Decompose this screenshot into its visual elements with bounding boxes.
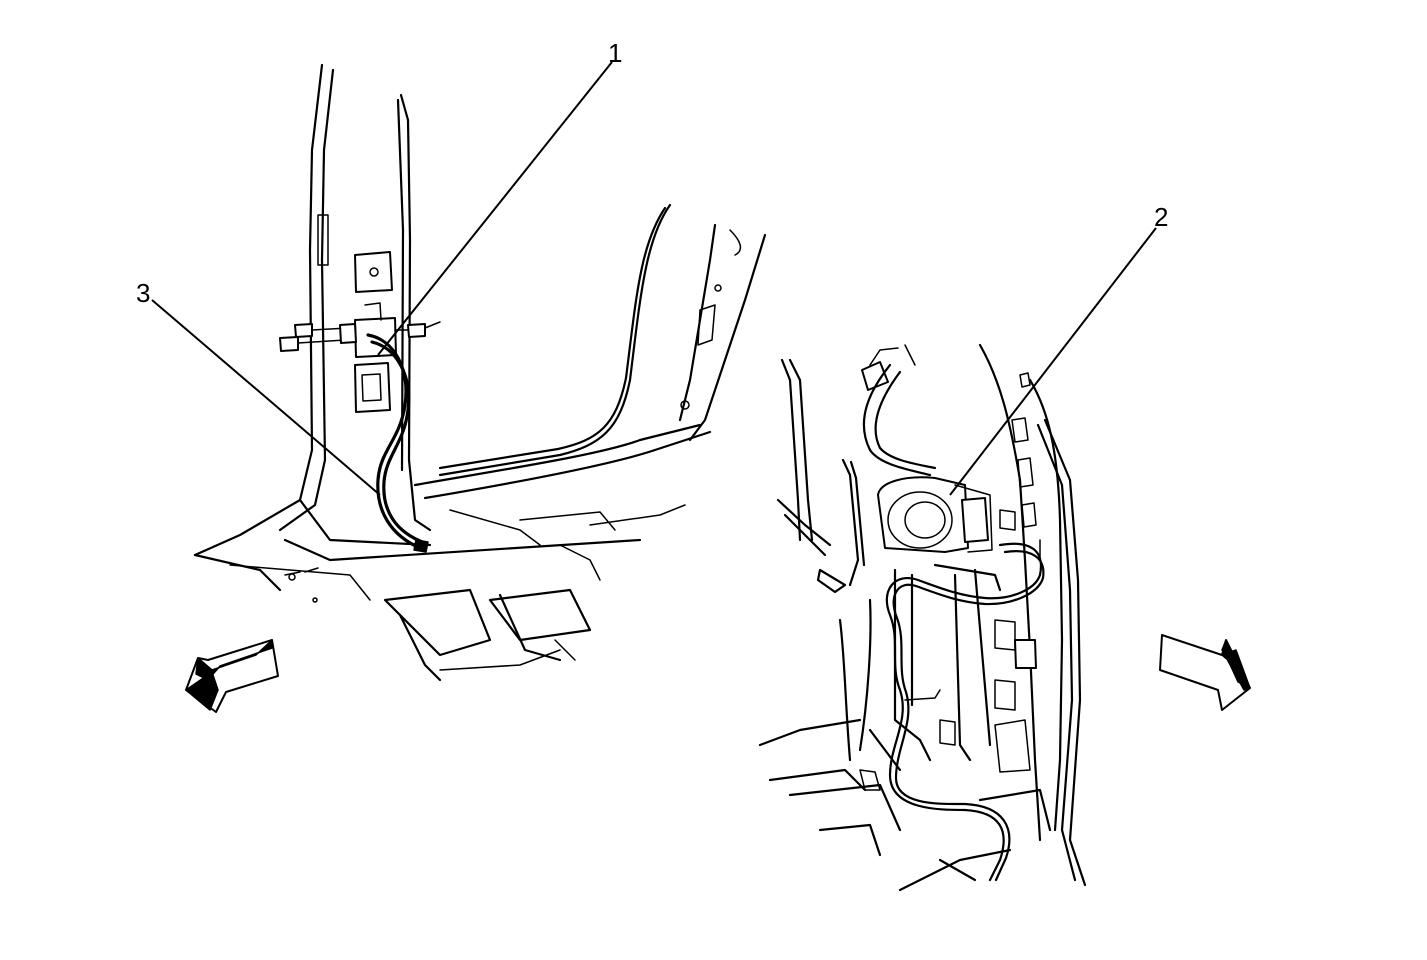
- callout-2: 2: [949, 202, 1168, 496]
- callout-1: 1: [377, 38, 622, 356]
- leader-line-1: [377, 61, 613, 356]
- callout-label-1: 1: [608, 38, 622, 68]
- left-door-pillar-view: [193, 63, 767, 682]
- rear-direction-arrow: [1159, 634, 1251, 711]
- callout-label-2: 2: [1154, 202, 1168, 232]
- front-direction-arrow: [185, 639, 279, 713]
- callout-label-3: 3: [136, 278, 150, 308]
- callout-3: 3: [136, 278, 381, 496]
- right-rear-quarter-view: [758, 343, 1087, 892]
- leader-line-2: [949, 227, 1157, 496]
- leader-line-3: [151, 299, 381, 496]
